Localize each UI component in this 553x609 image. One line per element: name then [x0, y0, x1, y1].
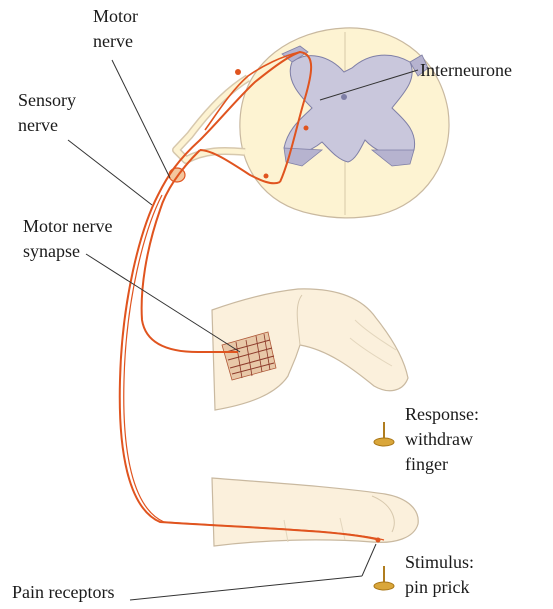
label-stimulus-line-1: Stimulus:	[405, 550, 474, 575]
thumbtack-icon	[374, 422, 394, 446]
label-interneurone: Interneurone	[420, 58, 512, 83]
finger-response	[212, 289, 408, 410]
label-stimulus-line-2: pin prick	[405, 575, 474, 600]
label-pain-receptors-text: Pain receptors	[12, 580, 114, 605]
label-motor-nerve-synapse: Motor nerve synapse	[23, 214, 112, 264]
leader-sensory-nerve	[68, 140, 152, 205]
label-synapse-line-2: synapse	[23, 239, 112, 264]
label-sensory-nerve-line-1: Sensory	[18, 88, 76, 113]
label-synapse-line-1: Motor nerve	[23, 214, 112, 239]
finger-stimulus	[212, 478, 418, 546]
label-response: Response: withdraw finger	[405, 402, 479, 477]
label-response-line-2: withdraw	[405, 427, 479, 452]
thumbtack-icon	[374, 566, 394, 590]
label-motor-nerve-line-2: nerve	[93, 29, 138, 54]
leader-motor-nerve	[112, 60, 170, 178]
label-sensory-nerve: Sensory nerve	[18, 88, 76, 138]
label-motor-nerve-line-1: Motor	[93, 4, 138, 29]
label-pain-receptors: Pain receptors	[12, 580, 114, 605]
leader-synapse	[86, 254, 240, 352]
label-response-line-1: Response:	[405, 402, 479, 427]
label-motor-nerve: Motor nerve	[93, 4, 138, 54]
label-sensory-nerve-line-2: nerve	[18, 113, 76, 138]
leader-pain-receptors	[130, 576, 362, 600]
label-response-line-3: finger	[405, 452, 479, 477]
label-stimulus: Stimulus: pin prick	[405, 550, 474, 600]
label-interneurone-text: Interneurone	[420, 58, 512, 83]
spinal-cord	[240, 28, 449, 218]
